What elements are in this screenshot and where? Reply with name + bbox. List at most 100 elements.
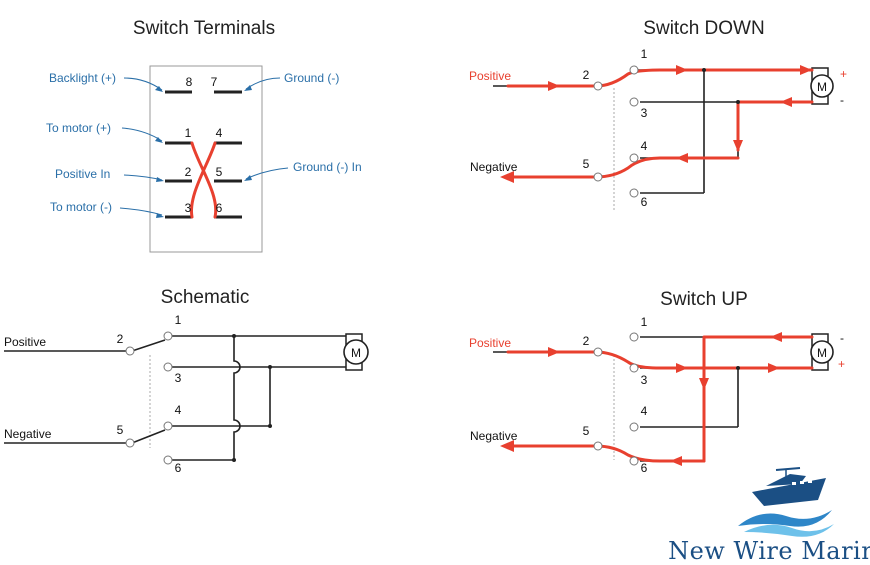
flow-arrow-5 bbox=[733, 140, 743, 152]
motor-minus: - bbox=[840, 331, 844, 345]
flow-arrow-4 bbox=[780, 97, 792, 107]
pin-4 bbox=[163, 421, 173, 431]
label-ground: Ground (-) bbox=[284, 71, 339, 85]
flow-arrow-6 bbox=[670, 456, 682, 466]
motor-symbol bbox=[343, 339, 369, 365]
pin-label-4: 4 bbox=[175, 403, 182, 417]
motor-symbol bbox=[810, 340, 834, 364]
jumper-1-to-6 bbox=[190, 141, 218, 219]
pin-label-6: 6 bbox=[641, 461, 648, 475]
jumper-4-to-3 bbox=[189, 141, 217, 219]
label-positive: Positive bbox=[469, 69, 511, 83]
switch-body bbox=[149, 65, 263, 253]
junction-dot bbox=[702, 68, 706, 72]
motor-symbol bbox=[810, 74, 834, 98]
pin-1 bbox=[163, 331, 173, 341]
motor-plus: + bbox=[838, 357, 845, 371]
junction-dot bbox=[736, 100, 740, 104]
pin-1 bbox=[629, 65, 639, 75]
switch-up-panel: Switch UP M - + 2 5 1 3 4 6 bbox=[469, 289, 845, 475]
switch-terminals-title: Switch Terminals bbox=[133, 18, 275, 39]
switch-down-title: Switch DOWN bbox=[643, 18, 764, 39]
flow-arrow-1 bbox=[548, 347, 560, 357]
flow-arrow-1 bbox=[548, 81, 560, 91]
flow-arrow-7 bbox=[500, 171, 514, 183]
leader-arrow-to-motor-neg bbox=[156, 213, 164, 218]
leader-arrow-positive-in bbox=[156, 177, 164, 182]
pin-label-3: 3 bbox=[641, 373, 648, 387]
flow-arrow-3 bbox=[800, 65, 812, 75]
junction-dot bbox=[736, 366, 740, 370]
flow-motor-return bbox=[736, 100, 814, 152]
switch-lever-top bbox=[131, 339, 166, 352]
flow-arrow-7 bbox=[500, 440, 514, 452]
pin-label-4: 4 bbox=[641, 404, 648, 418]
schematic-title: Schematic bbox=[161, 287, 250, 308]
label-positive-in: Positive In bbox=[55, 167, 110, 181]
label-to-motor-neg: To motor (-) bbox=[50, 200, 112, 214]
pin-label-1: 1 bbox=[641, 315, 648, 329]
label-ground-in: Ground (-) In bbox=[293, 160, 362, 174]
pin-3 bbox=[629, 97, 639, 107]
pin-label-3: 3 bbox=[175, 371, 182, 385]
wave-icon bbox=[738, 510, 834, 537]
leader-arrow-to-motor-pos bbox=[155, 137, 163, 143]
pin-2 bbox=[125, 346, 135, 356]
label-negative: Negative bbox=[4, 427, 52, 441]
pin-label-3: 3 bbox=[185, 201, 192, 215]
brand-name: New Wire Marine bbox=[668, 537, 870, 565]
junction-dot bbox=[268, 424, 272, 428]
pin-label-2: 2 bbox=[583, 68, 590, 82]
pin-3 bbox=[163, 362, 173, 372]
pin-5 bbox=[593, 441, 603, 451]
wire-bus-vertical bbox=[233, 336, 241, 460]
pin-label-1: 1 bbox=[175, 313, 182, 327]
pin-label-5: 5 bbox=[117, 423, 124, 437]
pin-label-5: 5 bbox=[216, 165, 223, 179]
pin-6 bbox=[629, 188, 639, 198]
flow-arrow-3 bbox=[768, 363, 780, 373]
flow-motor-return bbox=[702, 335, 814, 463]
junction-dot bbox=[232, 334, 236, 338]
pin-4 bbox=[629, 153, 639, 163]
switch-terminals-panel: Switch Terminals 8 7 1 4 2 5 3 6 Backlig… bbox=[46, 18, 362, 253]
pin-label-7: 7 bbox=[211, 75, 218, 89]
motor-plus: + bbox=[840, 67, 847, 81]
pin-label-3: 3 bbox=[641, 106, 648, 120]
pin-label-4: 4 bbox=[641, 139, 648, 153]
label-positive: Positive bbox=[4, 335, 46, 349]
boat-icon bbox=[752, 467, 826, 506]
pin-label-5: 5 bbox=[583, 157, 590, 171]
label-negative: Negative bbox=[470, 160, 518, 174]
pin-label-1: 1 bbox=[641, 47, 648, 61]
flow-to-negative bbox=[508, 444, 706, 463]
junction-dot bbox=[268, 365, 272, 369]
pin-label-6: 6 bbox=[216, 201, 223, 215]
flow-arrow-4 bbox=[770, 332, 782, 342]
pin-3 bbox=[629, 363, 639, 373]
motor-label: M bbox=[817, 80, 827, 94]
flow-arrow-2 bbox=[676, 65, 688, 75]
label-negative: Negative bbox=[470, 429, 518, 443]
pin-label-6: 6 bbox=[175, 461, 182, 475]
pin-label-5: 5 bbox=[583, 424, 590, 438]
pin-5 bbox=[593, 172, 603, 182]
pin-label-2: 2 bbox=[117, 332, 124, 346]
switch-down-panel: Switch DOWN M + - 2 bbox=[469, 18, 847, 210]
motor-label: M bbox=[817, 346, 827, 360]
leader-arrow-ground-in bbox=[244, 175, 252, 181]
pin-4 bbox=[629, 422, 639, 432]
flow-arrow-2 bbox=[676, 363, 688, 373]
pin-label-2: 2 bbox=[583, 334, 590, 348]
leader-arrow-ground bbox=[244, 85, 252, 91]
pin-label-8: 8 bbox=[186, 75, 193, 89]
schematic-panel: Schematic M 2 5 1 3 4 6 Positive Negativ… bbox=[4, 287, 369, 475]
pin-label-6: 6 bbox=[641, 195, 648, 209]
flow-arrow-5 bbox=[699, 378, 709, 390]
pin-2 bbox=[593, 347, 603, 357]
leader-arrow-backlight bbox=[155, 86, 163, 92]
new-wire-marine-logo: New Wire Marine bbox=[668, 467, 870, 565]
pin-2 bbox=[593, 81, 603, 91]
flow-positive-to-motor bbox=[506, 68, 814, 88]
